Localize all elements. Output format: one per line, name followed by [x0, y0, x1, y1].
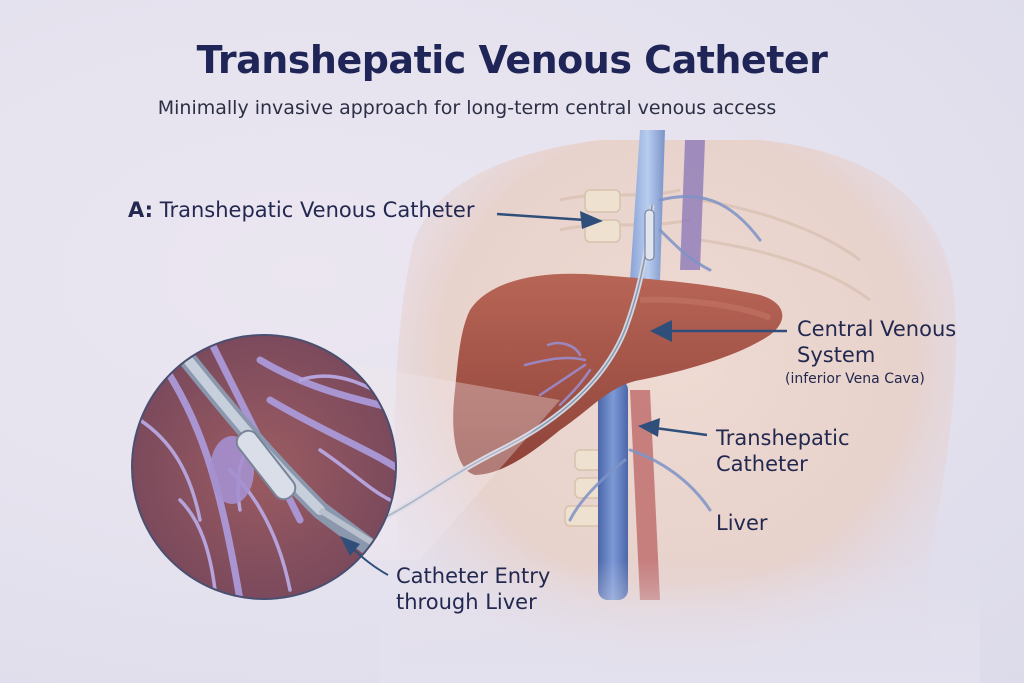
- label-transhepatic-catheter: Transhepatic Catheter: [716, 425, 850, 477]
- arrow-central-venous: [650, 320, 787, 342]
- aorta: [630, 390, 660, 600]
- superior-vena-cava: [630, 130, 665, 280]
- label-tc-line2: Catheter: [716, 452, 808, 476]
- label-cvs-line1: Central Venous: [797, 317, 957, 341]
- label-a-text: Transhepatic Venous Catheter: [159, 198, 475, 222]
- label-tc-line1: Transhepatic: [716, 426, 850, 450]
- label-entry-line2: through Liver: [396, 590, 537, 614]
- label-liver: Liver: [716, 511, 768, 535]
- label-a-prefix: A:: [128, 198, 154, 222]
- liver-organ: [453, 273, 783, 475]
- label-cvs-sub: (inferior Vena Cava): [785, 371, 925, 387]
- page-title: Transhepatic Venous Catheter: [196, 38, 828, 82]
- page-subtitle: Minimally invasive approach for long-ter…: [157, 97, 777, 119]
- label-cvs-line2: System: [797, 343, 876, 367]
- label-transhepatic-venous-catheter: A: Transhepatic Venous Catheter: [128, 197, 474, 223]
- label-catheter-entry: Catheter Entry through Liver: [396, 563, 550, 615]
- magnified-inset: [131, 334, 397, 600]
- arrow-transhepatic: [638, 418, 708, 437]
- arrow-entry: [340, 536, 389, 576]
- inferior-vena-cava: [598, 380, 628, 600]
- label-central-venous-system: Central Venous System (inferior Vena Cav…: [785, 316, 957, 390]
- label-entry-line1: Catheter Entry: [396, 564, 551, 588]
- arrow-catheter-a: [496, 211, 603, 229]
